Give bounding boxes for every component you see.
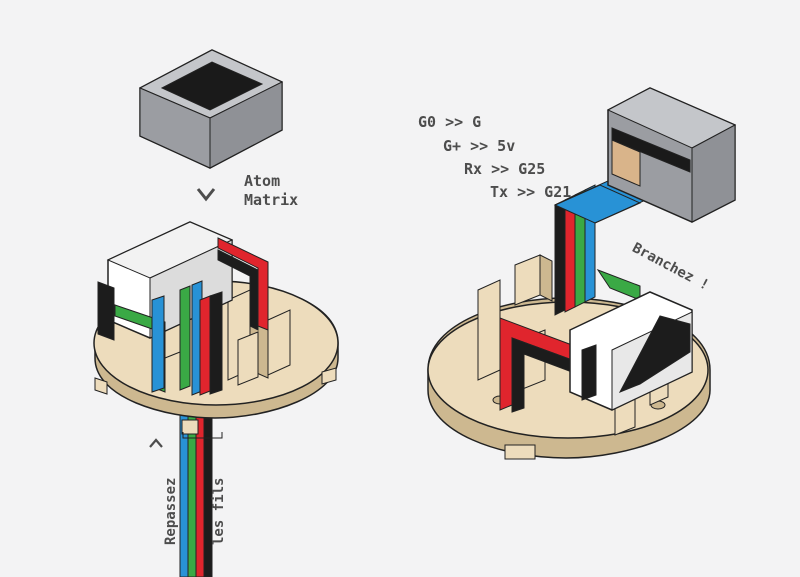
atom-label-line2: Matrix xyxy=(244,191,299,209)
chevron-up-icon xyxy=(149,438,163,448)
left-wire-loops xyxy=(114,237,269,396)
atom-matrix-case-installed xyxy=(606,87,737,223)
reroute-label-line1: Repassez xyxy=(163,477,179,545)
reroute-label: Repassez les fils xyxy=(131,478,243,545)
atom-matrix-case xyxy=(138,49,284,169)
pin-mapping-rx: Rx >> G25 xyxy=(464,160,546,178)
chevron-down-icon xyxy=(196,188,216,202)
pin-mapping-g-plus: G+ >> 5v xyxy=(443,137,516,155)
pin-mapping-tx: Tx >> G21 xyxy=(490,183,572,201)
right-connector-block xyxy=(569,291,693,411)
pin-mapping-g0: G0 >> G xyxy=(418,113,482,131)
atom-label-line1: Atom xyxy=(244,172,281,190)
reroute-label-line2: les fils xyxy=(211,477,227,545)
